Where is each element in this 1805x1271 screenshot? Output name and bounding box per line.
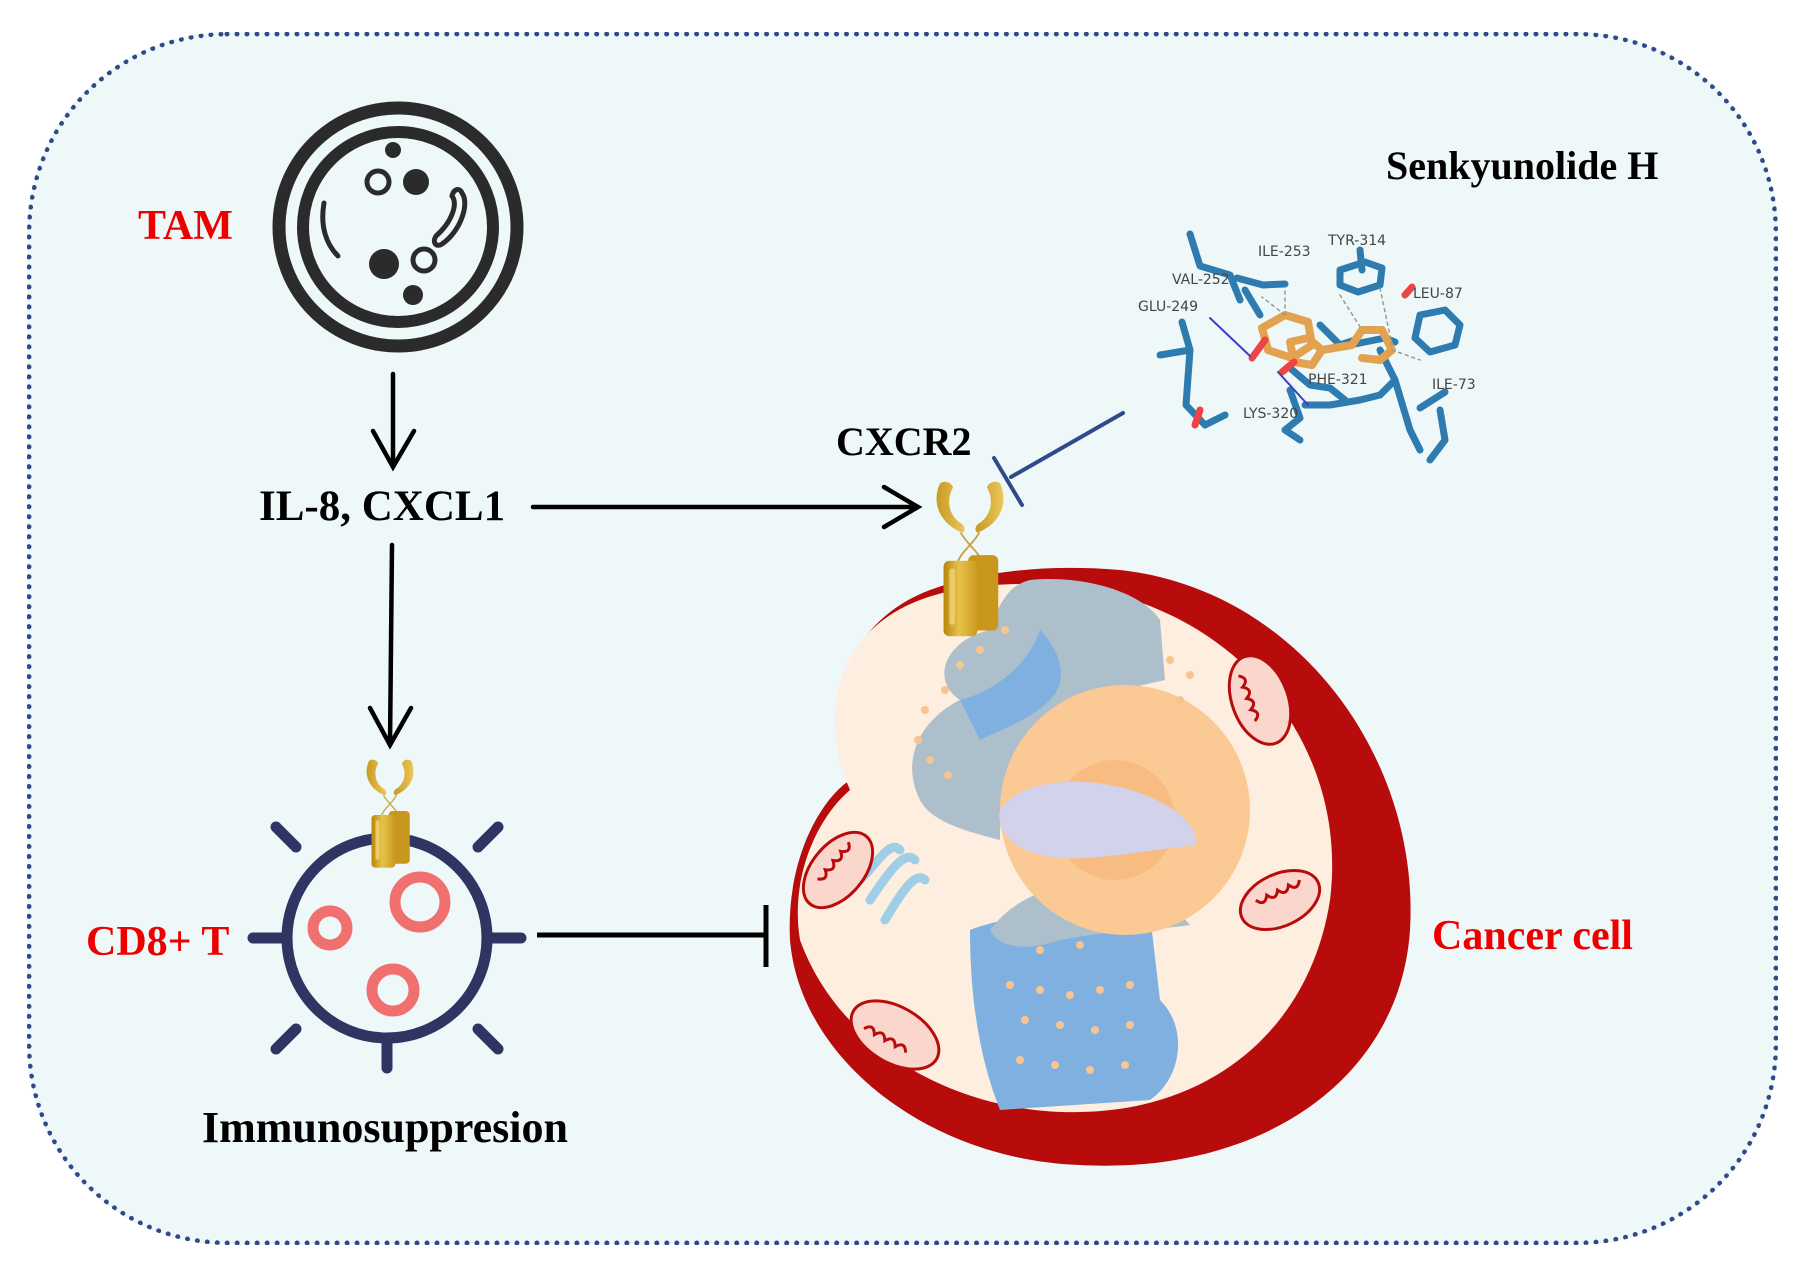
inhibition-line-senkyunolide-to-cxcr2 — [992, 411, 1125, 507]
activation-arrow-cytokines-to-cd8 — [367, 542, 414, 750]
tam-label: TAM — [138, 203, 233, 249]
senkyunolide-h-label: Senkyunolide H — [1386, 143, 1659, 188]
mitochondrion-icon — [1227, 654, 1293, 746]
cxcr2-receptor-icon — [935, 480, 1005, 638]
residue-label: PHE-321 — [1308, 372, 1368, 388]
cd8-receptor-icon — [365, 758, 415, 869]
inhibition-line-cd8-to-cancer — [537, 905, 769, 967]
cd8-t-label: CD8+ T — [86, 919, 230, 965]
cancer-cell-icon — [789, 567, 1411, 1166]
mitochondrion-icon — [1238, 868, 1322, 932]
residue-label: LEU-87 — [1413, 286, 1463, 302]
residue-label: VAL-252 — [1172, 272, 1230, 288]
cancer-cell-label: Cancer cell — [1432, 913, 1633, 959]
residue-label: GLU-249 — [1138, 299, 1198, 315]
cytokines-label: IL-8, CXCL1 — [259, 483, 506, 530]
mitochondrion-icon — [801, 830, 875, 910]
activation-arrow-cytokines-to-cxcr2 — [530, 484, 923, 530]
immunosuppression-label: Immunosuppresion — [202, 1103, 568, 1152]
residue-label: TYR-314 — [1328, 233, 1387, 249]
cxcr2-label: CXCR2 — [836, 419, 972, 464]
residue-label: LYS-320 — [1243, 406, 1299, 422]
residue-label: ILE-73 — [1432, 377, 1476, 393]
docking-structure-icon — [1156, 230, 1464, 464]
residue-label: ILE-253 — [1258, 244, 1311, 260]
activation-arrow-tam-to-cytokines — [370, 371, 417, 472]
mitochondrion-icon — [849, 999, 941, 1071]
tam-cell-icon — [272, 101, 524, 353]
